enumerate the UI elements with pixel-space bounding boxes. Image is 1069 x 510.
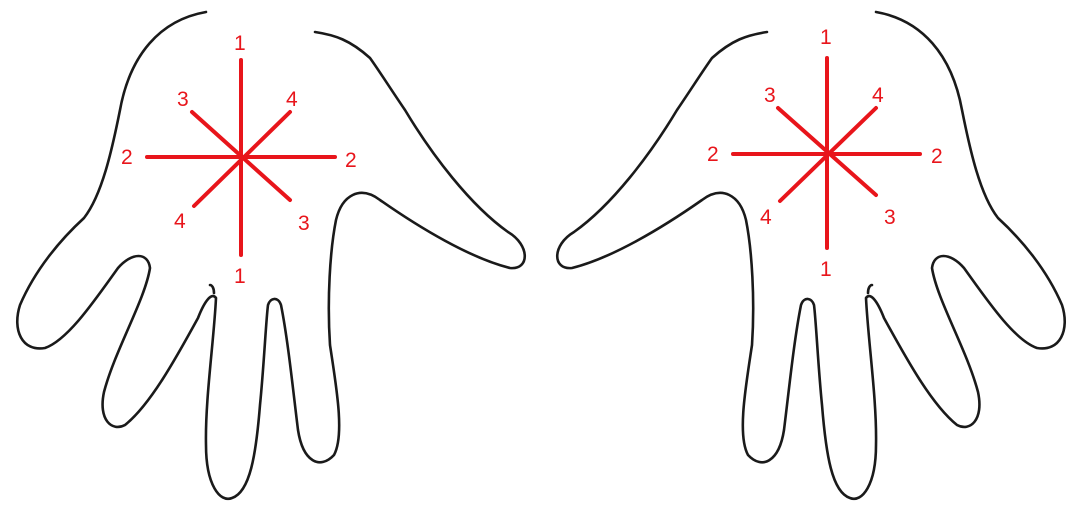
right-star: 1 1 2 2 3 3 4 4 bbox=[707, 26, 943, 281]
left-star: 1 1 2 2 3 3 4 4 bbox=[121, 32, 357, 288]
left-label-lower-right: 3 bbox=[298, 212, 310, 235]
right-hand bbox=[557, 12, 1064, 499]
left-label-upper-right: 4 bbox=[286, 88, 298, 111]
right-hand-thumb-crease bbox=[868, 285, 872, 293]
left-label-right: 2 bbox=[345, 149, 357, 172]
left-label-lower-left: 4 bbox=[174, 210, 186, 233]
left-label-left: 2 bbox=[121, 146, 133, 169]
right-label-lower-right: 3 bbox=[884, 206, 896, 229]
right-hand-outline bbox=[557, 12, 1064, 499]
right-label-bottom: 1 bbox=[820, 258, 832, 281]
right-label-upper-right: 4 bbox=[872, 84, 884, 107]
right-label-right: 2 bbox=[931, 145, 943, 168]
right-label-left: 2 bbox=[707, 143, 719, 166]
left-hand-thumb-crease bbox=[210, 285, 214, 293]
left-label-upper-left: 3 bbox=[177, 88, 189, 111]
left-label-top: 1 bbox=[234, 32, 246, 55]
right-label-top: 1 bbox=[820, 26, 832, 49]
left-label-bottom: 1 bbox=[234, 265, 246, 288]
left-hand bbox=[17, 12, 524, 499]
right-label-lower-left: 4 bbox=[760, 206, 772, 229]
right-label-upper-left: 3 bbox=[764, 84, 776, 107]
left-hand-outline bbox=[17, 12, 524, 499]
